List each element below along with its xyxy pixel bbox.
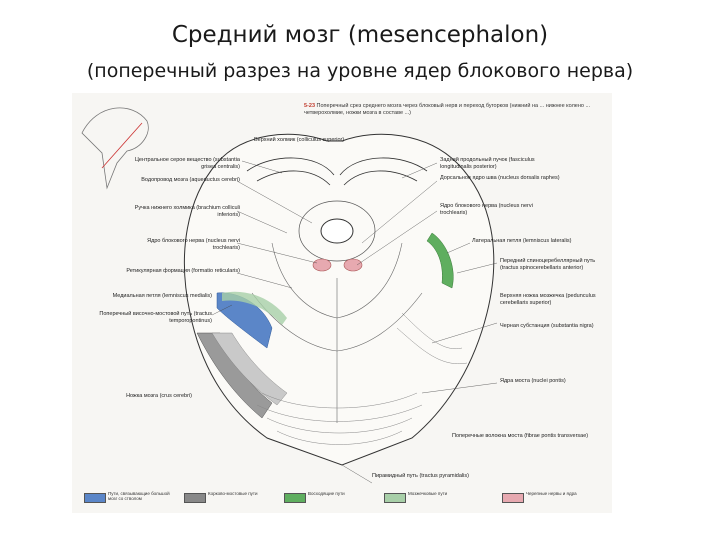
legend-swatch-4 xyxy=(384,493,406,503)
legend-swatch-5 xyxy=(502,493,524,503)
orientation-sketch xyxy=(82,108,148,188)
label-left-2: Водопровод мозга (aqueductus cerebri) xyxy=(122,177,240,184)
anatomical-figure: 5-23 Поперечный срез среднего мозга чере… xyxy=(72,93,612,513)
slide-title: Средний мозг (mesencephalon) xyxy=(0,22,720,48)
label-right-9: Поперечные волокна моста (fibrae pontis … xyxy=(452,433,592,440)
label-right-3: Ядро блокового нерва (nucleus nervi troc… xyxy=(440,203,560,216)
label-left-7: Поперечный височно-мостовой путь (tractu… xyxy=(82,311,212,324)
label-left-8: Ножка мозга (crus cerebri) xyxy=(82,393,192,400)
legend-swatch-1 xyxy=(84,493,106,503)
legend-text-1: Пути, связывающие большой мозг со стволо… xyxy=(108,491,172,501)
legend-text-2: Корково-мостовые пути xyxy=(208,491,272,496)
label-bottom: Пирамидный путь (tractus pyramidalis) xyxy=(372,473,542,480)
figure-number: 5-23 xyxy=(304,103,315,109)
slide-subtitle: (поперечный разрез на уровне ядер блоков… xyxy=(0,60,720,82)
label-left-5: Ретикулярная формация (formatio reticula… xyxy=(122,268,240,275)
label-top: Верхний холмик (colliculus superior) xyxy=(254,137,364,144)
label-right-1: Задний продольный пучок (fasciculus long… xyxy=(440,157,560,170)
label-left-1: Центральное серое вещество (substantia g… xyxy=(122,157,240,170)
label-left-3: Ручка нижнего холмика (brachium collicul… xyxy=(122,205,240,218)
label-right-7: Черная субстанция (substantia nigra) xyxy=(500,323,600,330)
figure-caption: 5-23 Поперечный срез среднего мозга чере… xyxy=(304,103,604,117)
label-right-5: Передний спиноцеребеллярный путь (tractu… xyxy=(500,258,600,271)
label-right-4: Латеральная петля (lemniscus lateralis) xyxy=(472,238,590,245)
label-right-8: Ядра моста (nuclei pontis) xyxy=(500,378,600,385)
label-right-6: Верхняя ножка мозжечка (pedunculus cereb… xyxy=(500,293,600,306)
legend-swatch-2 xyxy=(184,493,206,503)
legend-text-3: Восходящие пути xyxy=(308,491,372,496)
label-left-6: Медиальная петля (lemniscus medialis) xyxy=(82,293,212,300)
label-right-2: Дорсальное ядро шва (nucleus dorsalis ra… xyxy=(440,175,560,182)
legend-text-5: Черепные нервы и ядра xyxy=(526,491,606,496)
figure-caption-text: Поперечный срез среднего мозга через бло… xyxy=(304,103,590,116)
legend-swatch-3 xyxy=(284,493,306,503)
label-left-4: Ядро блокового нерва (nucleus nervi troc… xyxy=(122,238,240,251)
legend-text-4: Мозжечковые пути xyxy=(408,491,472,496)
